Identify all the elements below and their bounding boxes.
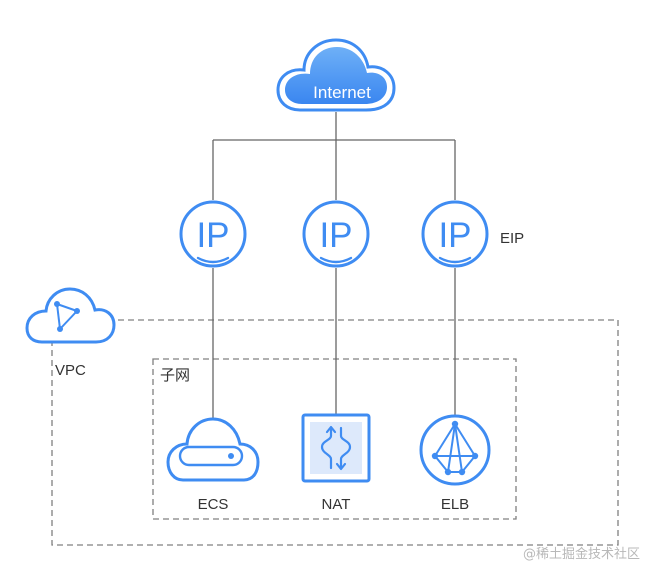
eip-node-3: IP — [421, 200, 489, 268]
ip-icon — [302, 200, 370, 268]
subnet-boundary — [152, 358, 517, 520]
ecs-server-icon — [166, 417, 260, 482]
connector-lines — [212, 112, 456, 418]
eip-node-1: IP — [179, 200, 247, 268]
subnet-label: 子网 — [160, 367, 190, 384]
ip-text: IP — [319, 216, 352, 255]
ecs-label: ECS — [198, 496, 229, 513]
watermark-text: @稀土掘金技术社区 — [523, 546, 640, 562]
nat-gateway-icon — [301, 413, 371, 483]
eip-label: EIP — [500, 230, 524, 247]
internet-label: Internet — [313, 83, 371, 102]
internet-cloud-icon: Internet — [276, 38, 396, 112]
vpc-boundary — [51, 319, 619, 546]
ip-icon — [179, 200, 247, 268]
eip-node-2: IP — [302, 200, 370, 268]
vpc-cloud-icon — [25, 287, 116, 344]
nat-label: NAT — [322, 496, 351, 513]
vpc-label: VPC — [55, 362, 86, 379]
ip-text: IP — [196, 216, 229, 255]
ip-icon — [421, 200, 489, 268]
elb-label: ELB — [441, 496, 469, 513]
ip-text: IP — [438, 216, 471, 255]
elb-load-balancer-icon — [419, 414, 491, 486]
